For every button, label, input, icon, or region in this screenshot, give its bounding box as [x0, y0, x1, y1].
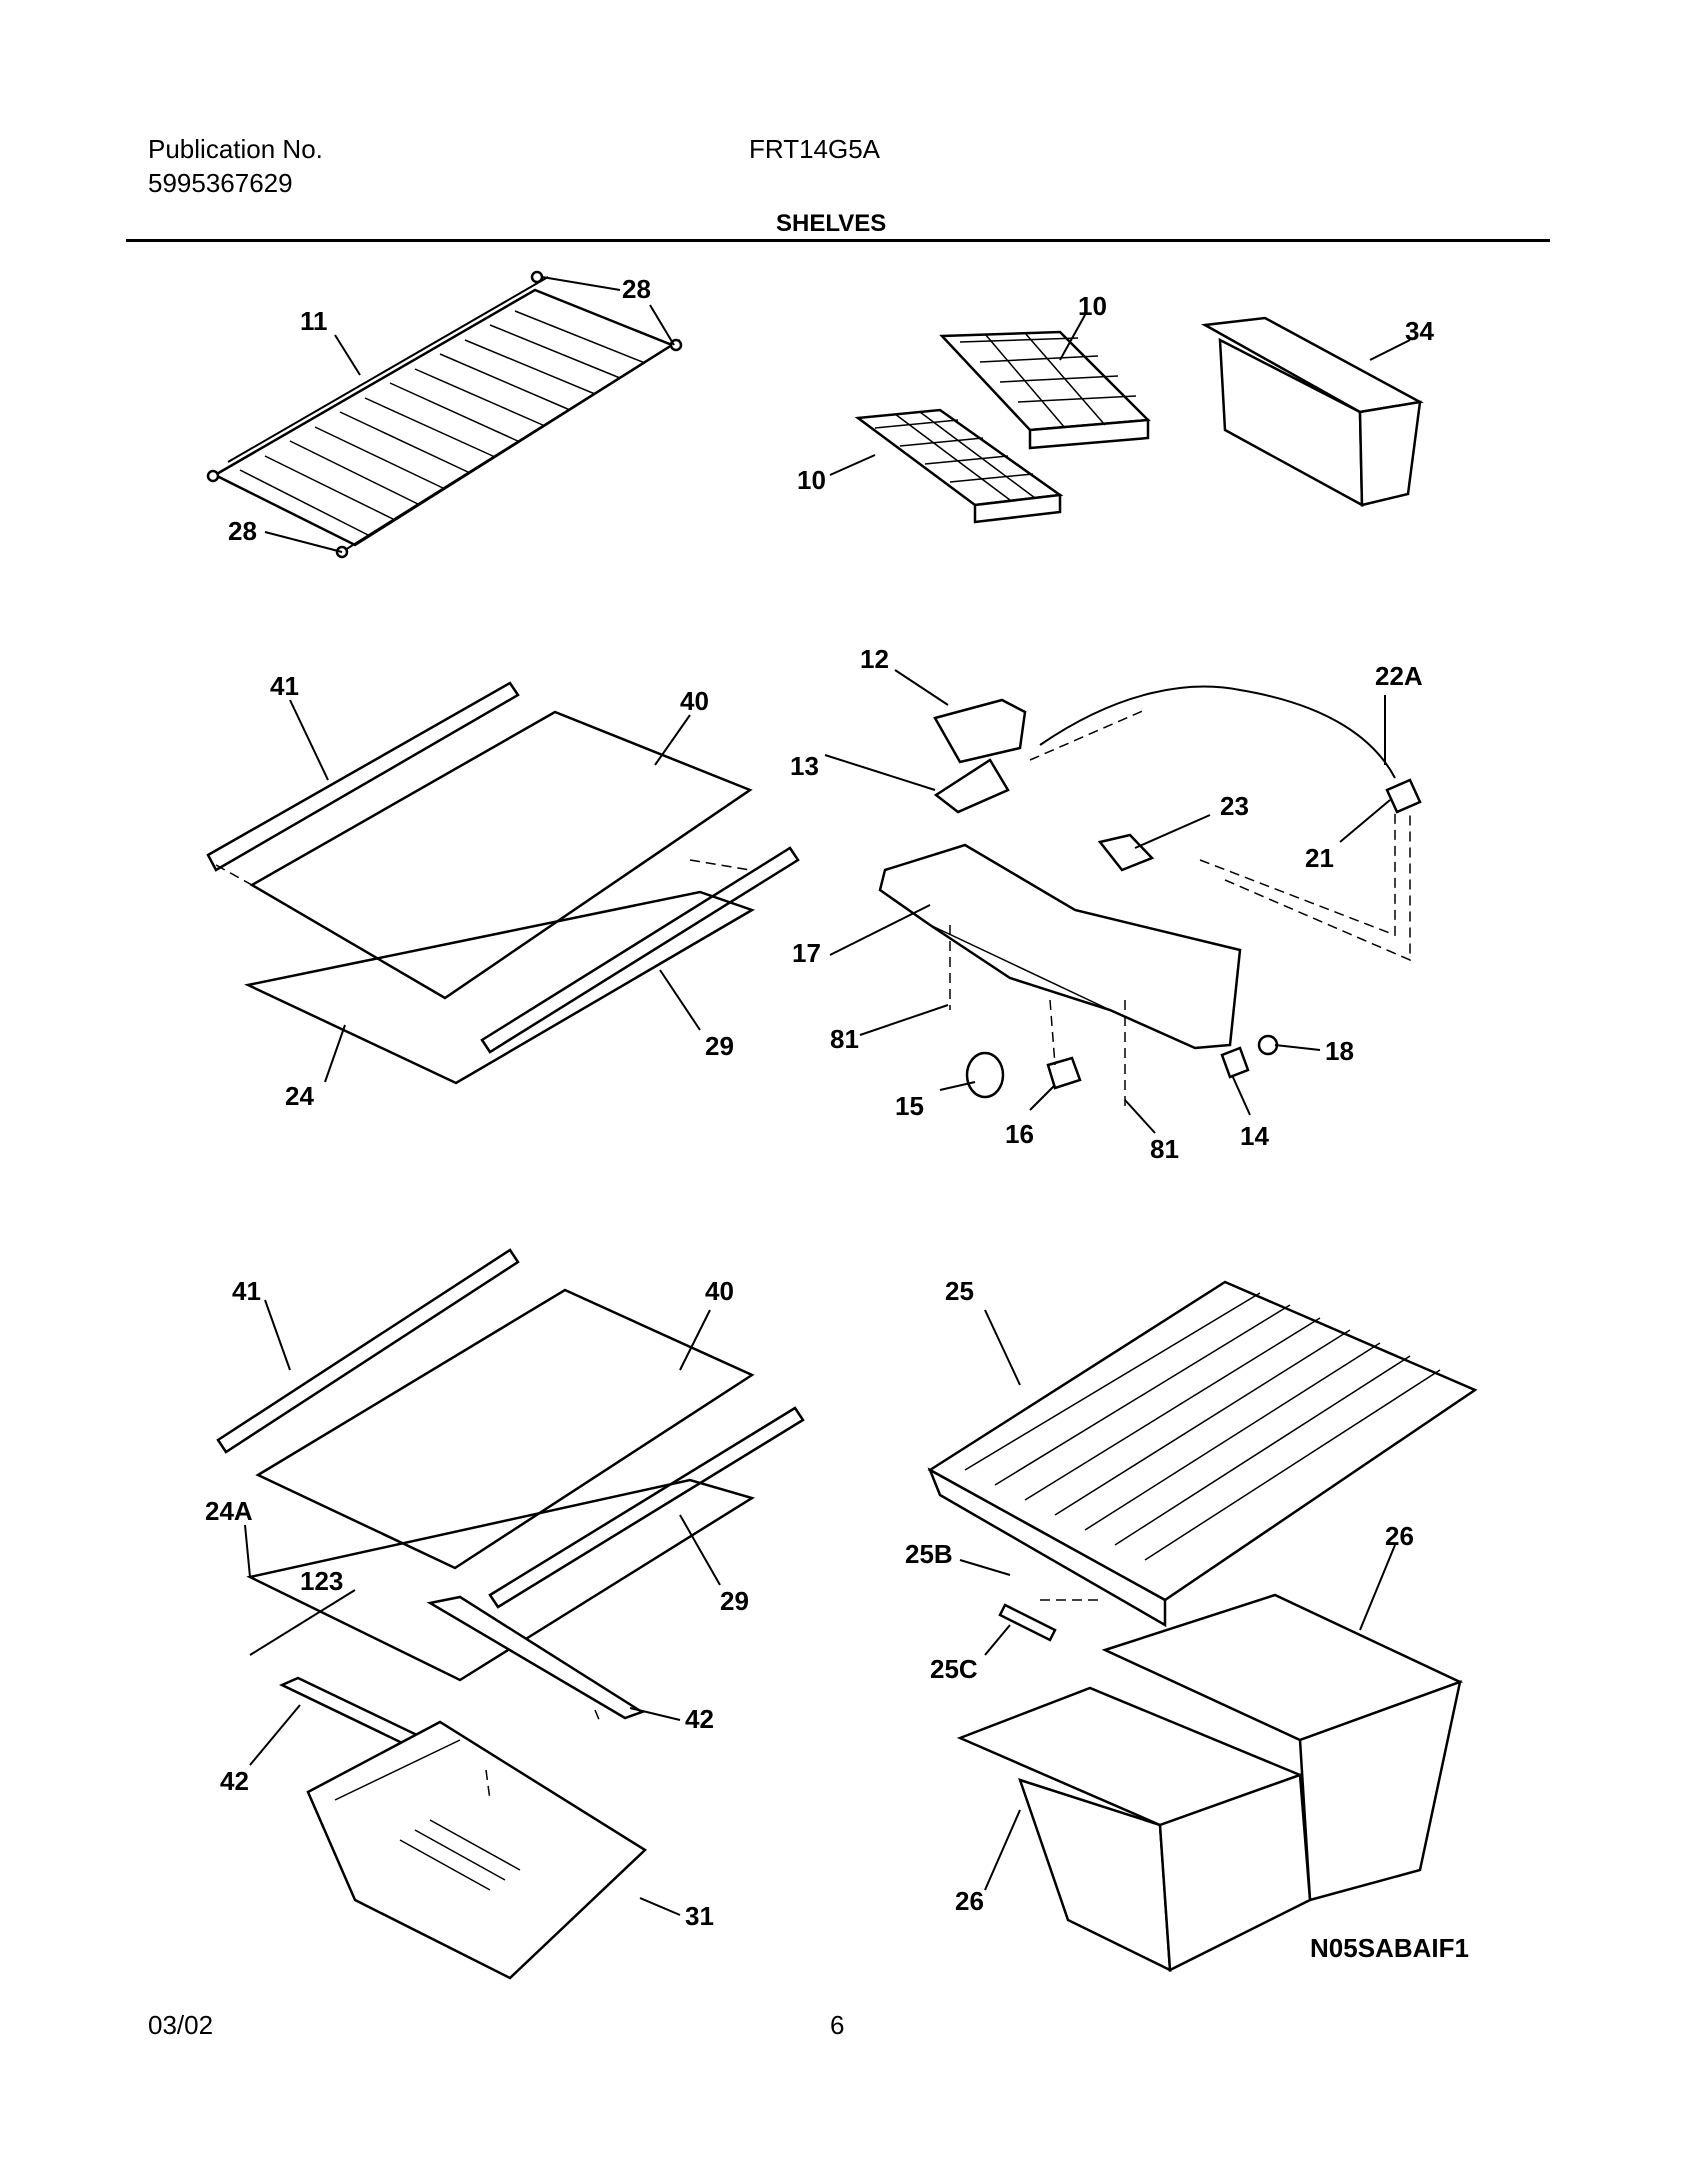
callout-21: 21 — [1305, 843, 1334, 873]
drawing-code: N05SABAIF1 — [1310, 1933, 1469, 1963]
callout-labels: 11 28 28 10 10 34 41 40 29 24 12 13 22A … — [205, 274, 1434, 1931]
ice-tray-front — [854, 408, 1064, 524]
ice-tray-back — [939, 330, 1151, 450]
callout-41-upper: 41 — [270, 671, 299, 701]
callout-15: 15 — [895, 1091, 924, 1121]
callout-42-left: 42 — [220, 1766, 249, 1796]
glass-shelf-upper — [206, 681, 800, 1085]
callout-17: 17 — [792, 938, 821, 968]
callout-14: 14 — [1240, 1121, 1269, 1151]
callout-29-upper: 29 — [705, 1031, 734, 1061]
callout-13: 13 — [790, 751, 819, 781]
callout-123: 123 — [300, 1566, 343, 1596]
crisper-cover — [927, 1280, 1478, 1628]
callout-28-top: 28 — [622, 274, 651, 304]
publication-label: Publication No. — [148, 134, 323, 164]
callout-40-lower: 40 — [705, 1276, 734, 1306]
glass-shelf-lower — [216, 1248, 805, 1980]
callout-leaders — [244, 276, 1411, 1916]
callout-41-lower: 41 — [232, 1276, 261, 1306]
callout-12: 12 — [860, 644, 889, 674]
callout-10-left: 10 — [797, 465, 826, 495]
callout-31: 31 — [685, 1901, 714, 1931]
callout-42-right: 42 — [685, 1704, 714, 1734]
callout-81-left: 81 — [830, 1024, 859, 1054]
callout-11: 11 — [300, 306, 328, 336]
callout-16: 16 — [1005, 1119, 1034, 1149]
callout-18: 18 — [1325, 1036, 1354, 1066]
callout-22A: 22A — [1375, 661, 1423, 691]
callout-10-top: 10 — [1078, 291, 1107, 321]
control-housing-assembly — [878, 685, 1422, 1110]
revision-date: 03/02 — [148, 2010, 214, 2040]
callout-81-right: 81 — [1150, 1134, 1179, 1164]
callout-23: 23 — [1220, 791, 1249, 821]
callout-40-upper: 40 — [680, 686, 709, 716]
page-number: 6 — [830, 2010, 845, 2040]
section-title: SHELVES — [776, 210, 887, 237]
publication-number: 5995367629 — [148, 168, 293, 198]
callout-34: 34 — [1405, 316, 1434, 346]
model-number: FRT14G5A — [749, 134, 881, 164]
callout-26-left: 26 — [955, 1886, 984, 1916]
callout-25B: 25B — [905, 1539, 953, 1569]
callout-24A: 24A — [205, 1496, 253, 1526]
wire-shelf — [206, 270, 683, 559]
callout-25: 25 — [945, 1276, 974, 1306]
callout-28-bottom: 28 — [228, 516, 257, 546]
callout-26-right: 26 — [1385, 1521, 1414, 1551]
callout-29-lower: 29 — [720, 1586, 749, 1616]
crisper-drawers — [956, 1593, 1464, 1973]
storage-bin — [1201, 316, 1424, 508]
callout-25C: 25C — [930, 1654, 978, 1684]
header-rule — [126, 239, 1550, 242]
callout-24: 24 — [285, 1081, 314, 1111]
